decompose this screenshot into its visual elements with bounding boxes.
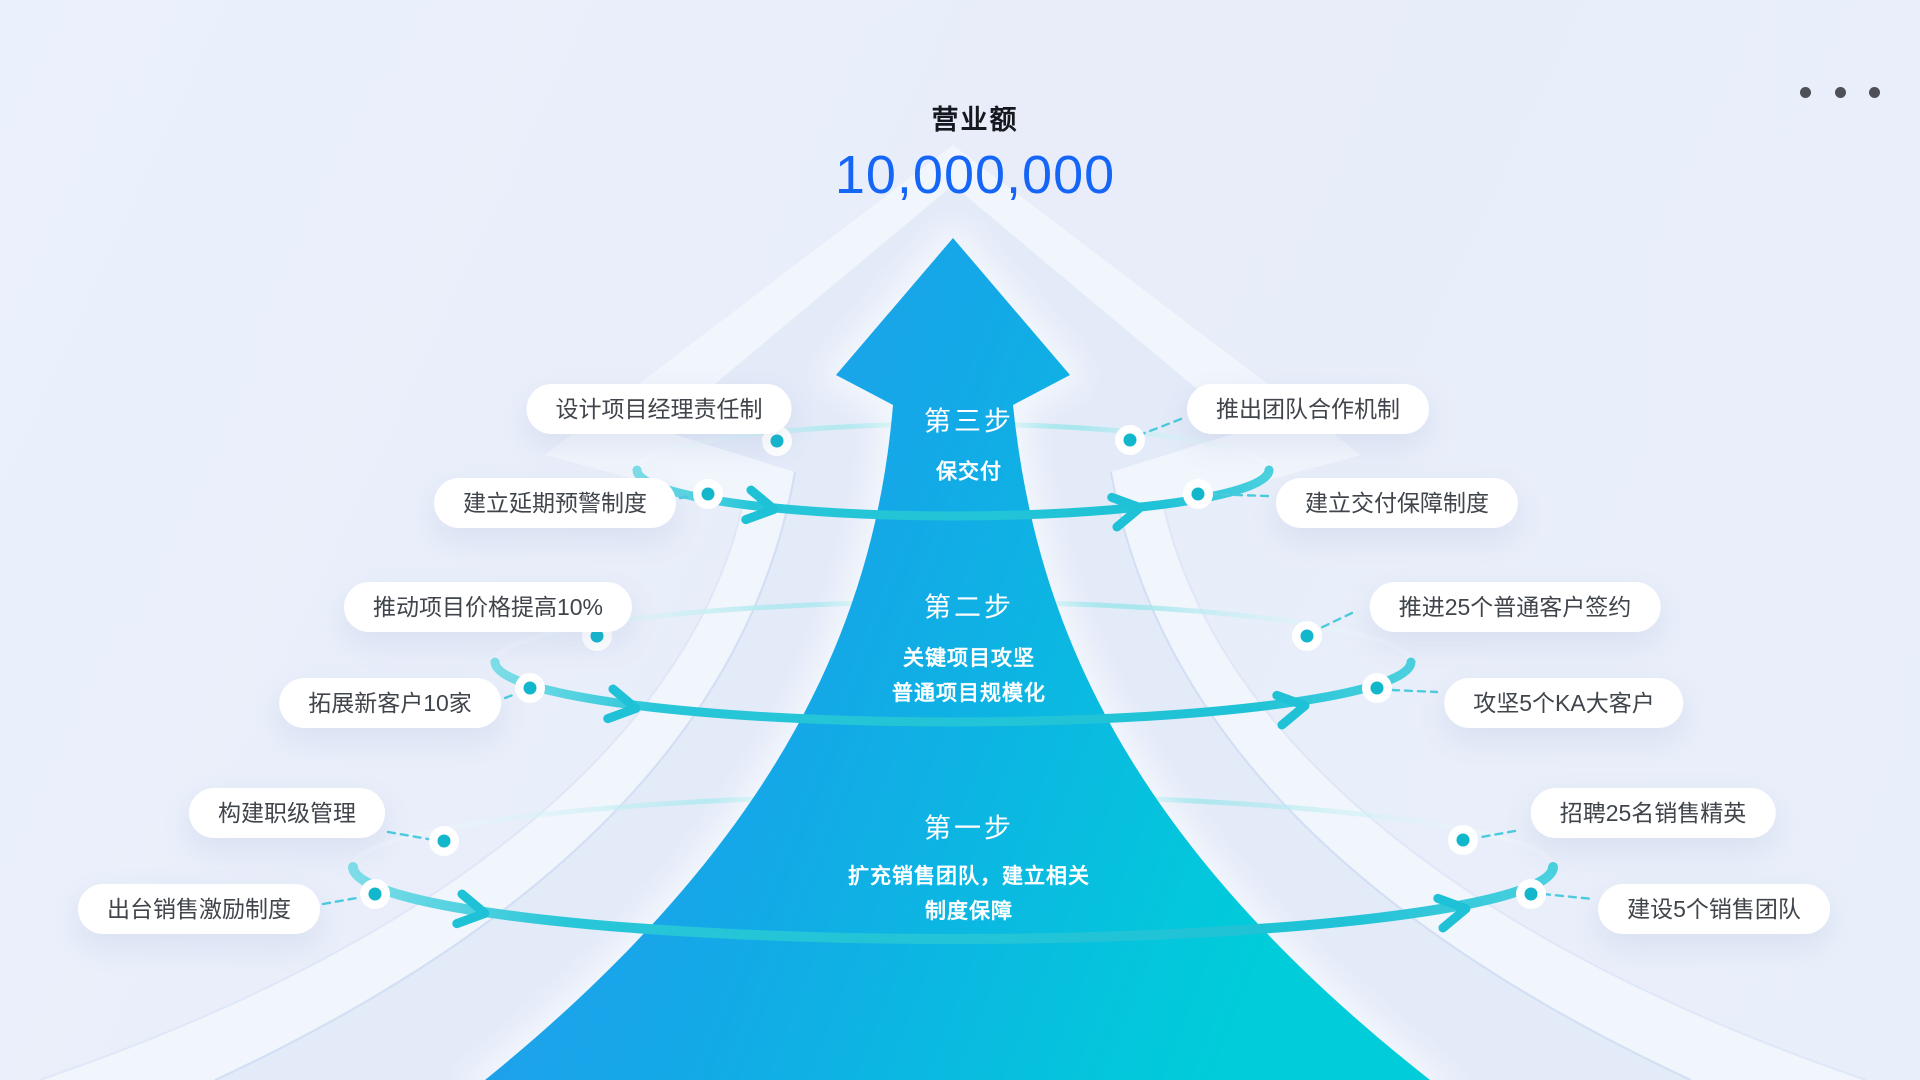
ring-front-arc-step2 bbox=[490, 657, 1416, 727]
goal-pill: 建设5个销售团队 bbox=[1598, 884, 1830, 934]
crease-lines bbox=[39, 471, 1867, 1080]
step1-subtitle-line: 制度保障 bbox=[925, 900, 1013, 923]
goal-pill: 建立交付保障制度 bbox=[1276, 478, 1518, 528]
flow-arrowhead-icon bbox=[1272, 690, 1310, 730]
headline: 营业额 10,000,000 bbox=[835, 98, 1115, 206]
goal-pill: 建立延期预警制度 bbox=[434, 478, 676, 528]
ring-front-arcs bbox=[348, 465, 1558, 944]
connector-line bbox=[1390, 688, 1439, 694]
connector-dot-icon bbox=[429, 826, 459, 856]
step2-label: 第二步 bbox=[924, 592, 1014, 623]
goal-pill: 构建职级管理 bbox=[189, 788, 385, 838]
connector-line bbox=[1135, 417, 1183, 438]
step2-subtitle: 关键项目攻坚 普通项目规模化 bbox=[892, 641, 1046, 711]
connector-dot-icon bbox=[1115, 425, 1145, 455]
revenue-title: 营业额 bbox=[931, 105, 1019, 135]
flow-arrowhead-icon bbox=[452, 889, 490, 929]
connector-dot-icon bbox=[1362, 673, 1392, 703]
goal-pill: 推出团队合作机制 bbox=[1187, 384, 1429, 434]
step1-subtitle: 扩充销售团队，建立相关 制度保障 bbox=[848, 859, 1090, 929]
goal-pill: 拓展新客户10家 bbox=[279, 678, 501, 728]
step3-subtitle: 保交付 bbox=[936, 460, 1002, 484]
connector-line bbox=[1310, 611, 1354, 634]
connector-dot-icon bbox=[360, 879, 390, 909]
ellipsis-icon bbox=[1869, 86, 1880, 98]
goal-pill: 出台销售激励制度 bbox=[78, 884, 320, 934]
ring-front-arc-step1 bbox=[348, 862, 1558, 944]
ellipsis-icon bbox=[1834, 86, 1846, 98]
step2-subtitle-line: 普通项目规模化 bbox=[892, 682, 1046, 705]
flow-arrowhead-icon bbox=[1433, 893, 1471, 933]
connector-line bbox=[1541, 892, 1595, 901]
goal-pill: 攻坚5个KA大客户 bbox=[1444, 678, 1684, 728]
connector-dot-icon bbox=[515, 673, 545, 703]
connector-dots bbox=[360, 425, 1546, 909]
goal-pill: 推动项目价格提高10% bbox=[343, 582, 633, 632]
flow-arrowhead-icon bbox=[741, 485, 779, 525]
ring-front-arc-step3 bbox=[632, 465, 1274, 521]
revenue-amount: 10,000,000 bbox=[834, 145, 1116, 205]
ellipsis-icon bbox=[1800, 86, 1811, 98]
goal-pill: 设计项目经理责任制 bbox=[526, 384, 792, 434]
connector-dot-icon bbox=[693, 479, 723, 509]
connector-line bbox=[386, 830, 436, 842]
step1-label: 第一步 bbox=[924, 813, 1014, 844]
goal-pill: 推进25个普通客户签约 bbox=[1369, 582, 1661, 632]
flow-arrowhead-icon bbox=[603, 684, 641, 724]
connector-dot-icon bbox=[1516, 879, 1546, 909]
flow-arrowhead-icon bbox=[1107, 492, 1145, 532]
flow-arrowhead-icons bbox=[452, 485, 1471, 933]
connector-dot-icon bbox=[1292, 621, 1322, 651]
step1-subtitle-line: 扩充销售团队，建立相关 bbox=[848, 865, 1090, 888]
step3-label: 第三步 bbox=[924, 406, 1014, 437]
goal-pill: 招聘25名销售精英 bbox=[1530, 788, 1776, 838]
main-arrow bbox=[485, 238, 1430, 1080]
connector-dot-icon bbox=[1448, 825, 1478, 855]
more-options-button[interactable] bbox=[1800, 76, 1880, 108]
connector-dot-icon bbox=[1183, 479, 1213, 509]
step2-subtitle-line: 关键项目攻坚 bbox=[903, 647, 1035, 670]
connector-line bbox=[1203, 492, 1270, 498]
